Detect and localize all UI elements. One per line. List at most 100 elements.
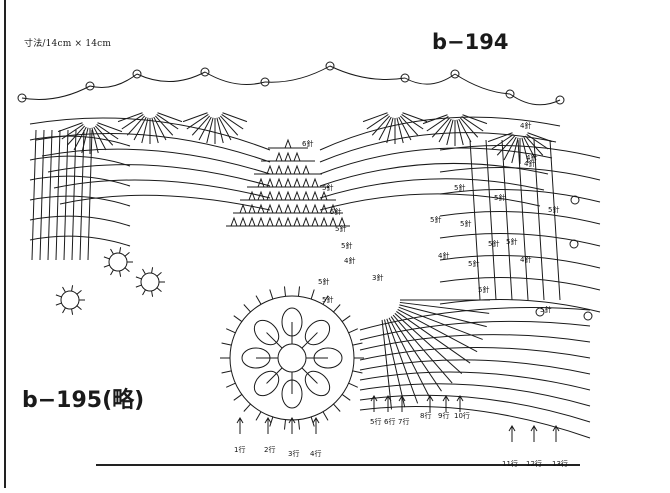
stitch-count-label: 5針 bbox=[540, 305, 551, 314]
dc-stitch bbox=[57, 122, 83, 133]
stitch-count-label: 4針 bbox=[526, 153, 537, 162]
dc-stitch bbox=[533, 139, 545, 301]
cluster-stitch bbox=[275, 177, 283, 188]
dc-stitch bbox=[386, 318, 419, 404]
dc-stitch bbox=[371, 115, 391, 136]
flower-center bbox=[277, 343, 307, 373]
chain-arc bbox=[439, 299, 601, 313]
dc-stitch bbox=[517, 139, 529, 301]
chain-arc bbox=[439, 167, 601, 181]
cluster-stitch bbox=[302, 216, 310, 227]
dc-stitch bbox=[94, 125, 114, 146]
scallop-arc bbox=[204, 71, 266, 85]
dc-stitch bbox=[398, 306, 483, 340]
dc-stitch bbox=[521, 137, 529, 164]
cluster-stitch bbox=[275, 164, 283, 175]
scallop-arc bbox=[454, 73, 511, 95]
dc-stitch bbox=[431, 117, 451, 138]
dc-stitch bbox=[255, 295, 262, 305]
picot bbox=[570, 195, 580, 205]
cluster-stitch bbox=[302, 203, 310, 214]
dc-stitch bbox=[182, 112, 208, 123]
dc-stitch bbox=[352, 370, 363, 374]
stitch-count-label: 5針 bbox=[548, 205, 559, 214]
row-number-label: 1行 bbox=[234, 445, 245, 454]
size-note: 寸法/14cm × 14cm bbox=[24, 39, 112, 49]
stitch-count-label: 5針 bbox=[454, 183, 465, 192]
stitch-count-label: 5針 bbox=[488, 239, 499, 248]
cluster-stitch bbox=[248, 216, 256, 227]
cluster-stitch bbox=[338, 216, 346, 227]
cluster-stitch bbox=[230, 216, 238, 227]
dc-stitch bbox=[348, 328, 358, 334]
dc-stitch bbox=[456, 119, 464, 146]
chain-arc bbox=[439, 189, 601, 203]
edging-loop bbox=[60, 290, 80, 310]
dc-stitch bbox=[103, 256, 110, 260]
dc-stitch bbox=[333, 304, 341, 313]
arrow-head bbox=[264, 417, 272, 424]
stitch-count-label: 4針 bbox=[438, 251, 449, 260]
row-number-label: 5行 bbox=[370, 417, 381, 426]
dc-stitch bbox=[31, 129, 37, 261]
cluster-stitch bbox=[284, 203, 292, 214]
dc-stitch bbox=[219, 115, 239, 136]
dc-stitch bbox=[119, 247, 122, 254]
picot bbox=[569, 239, 579, 249]
chain-arc bbox=[319, 193, 541, 211]
cluster-stitch bbox=[302, 164, 310, 175]
stitch-count-label: 5針 bbox=[430, 215, 441, 224]
dc-stitch bbox=[157, 112, 183, 123]
dc-stitch bbox=[154, 115, 174, 136]
cluster-stitch bbox=[293, 216, 301, 227]
dc-stitch bbox=[266, 367, 283, 384]
picot bbox=[450, 69, 460, 79]
dc-stitch bbox=[151, 290, 154, 297]
dc-stitch bbox=[322, 411, 329, 421]
pattern-title-b194: b−194 bbox=[432, 30, 509, 54]
cluster-stitch bbox=[329, 203, 337, 214]
dc-stitch bbox=[341, 394, 351, 401]
picot bbox=[200, 67, 210, 77]
stitch-count-label: 5針 bbox=[330, 207, 341, 216]
dc-stitch bbox=[333, 403, 341, 412]
dc-stitch bbox=[198, 116, 212, 141]
chain-arc bbox=[439, 255, 601, 269]
dc-stitch bbox=[206, 117, 214, 144]
dc-stitch bbox=[527, 132, 553, 143]
dc-stitch bbox=[526, 134, 549, 150]
stitch-count-label: 3針 bbox=[372, 273, 383, 282]
bottom-border-rule bbox=[96, 464, 580, 466]
dc-stitch bbox=[469, 139, 481, 301]
stitch-count-label: 4針 bbox=[520, 121, 531, 130]
arrow-head bbox=[530, 425, 538, 432]
dc-stitch bbox=[266, 332, 283, 349]
cluster-stitch bbox=[311, 177, 319, 188]
dc-stitch bbox=[117, 112, 143, 123]
chain-arc bbox=[319, 163, 549, 187]
dc-stitch bbox=[362, 112, 388, 123]
arrow-head bbox=[370, 395, 378, 402]
dc-stitch bbox=[341, 315, 351, 322]
chain-arc bbox=[359, 347, 591, 361]
dc-stitch bbox=[39, 129, 45, 261]
dc-stitch bbox=[156, 287, 162, 293]
dc-stitch bbox=[523, 136, 537, 161]
dc-stitch bbox=[142, 289, 146, 296]
cluster-stitch bbox=[266, 203, 274, 214]
cluster-stitch bbox=[293, 177, 301, 188]
stitch-count-label: 5針 bbox=[341, 241, 352, 250]
dc-stitch bbox=[71, 308, 74, 315]
dc-stitch bbox=[310, 416, 315, 427]
dc-stitch bbox=[269, 416, 274, 427]
cluster-stitch bbox=[311, 216, 319, 227]
dc-stitch bbox=[399, 304, 487, 328]
dc-stitch bbox=[269, 289, 274, 300]
dc-stitch bbox=[322, 295, 329, 305]
cluster-stitch bbox=[293, 151, 301, 162]
dc-stitch bbox=[151, 117, 159, 144]
dc-stitch bbox=[422, 114, 448, 125]
dc-stitch bbox=[461, 116, 484, 132]
cluster-stitch bbox=[248, 203, 256, 214]
